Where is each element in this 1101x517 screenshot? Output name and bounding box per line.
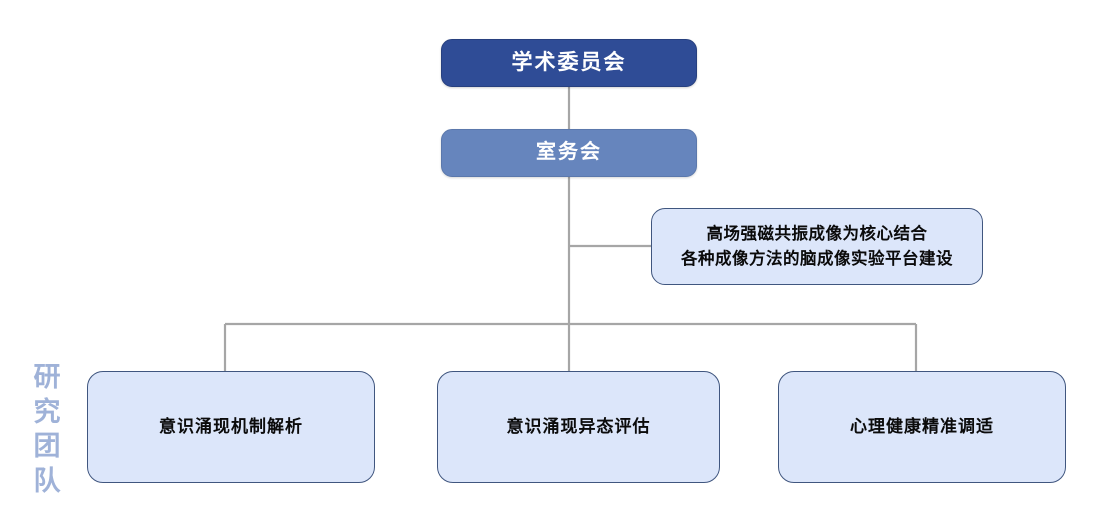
node-imaging-platform-label: 高场强磁共振成像为核心结合 各种成像方法的脑成像实验平台建设 [681,224,953,268]
node-academic-committee[interactable]: 学术委员会 [441,39,697,87]
node-team-3-label: 心理健康精准调适 [850,417,994,437]
node-office-committee[interactable]: 室务会 [441,129,697,177]
node-academic-committee-label: 学术委员会 [511,50,627,74]
node-team-1[interactable]: 意识涌现机制解析 [87,371,375,483]
side-caption-research-team: 研 究 团 队 [27,360,67,498]
node-imaging-platform[interactable]: 高场强磁共振成像为核心结合 各种成像方法的脑成像实验平台建设 [651,208,983,285]
side-caption-char-1: 研 [33,362,61,392]
node-office-committee-label: 室务会 [536,141,602,164]
node-team-2[interactable]: 意识涌现异态评估 [437,371,720,483]
side-caption-char-2: 究 [33,396,61,427]
node-team-2-label: 意识涌现异态评估 [506,417,651,437]
side-caption-char-4: 队 [33,465,61,496]
node-team-3[interactable]: 心理健康精准调适 [778,371,1066,483]
node-team-1-label: 意识涌现机制解析 [159,417,303,437]
side-caption-char-3: 团 [33,431,61,462]
